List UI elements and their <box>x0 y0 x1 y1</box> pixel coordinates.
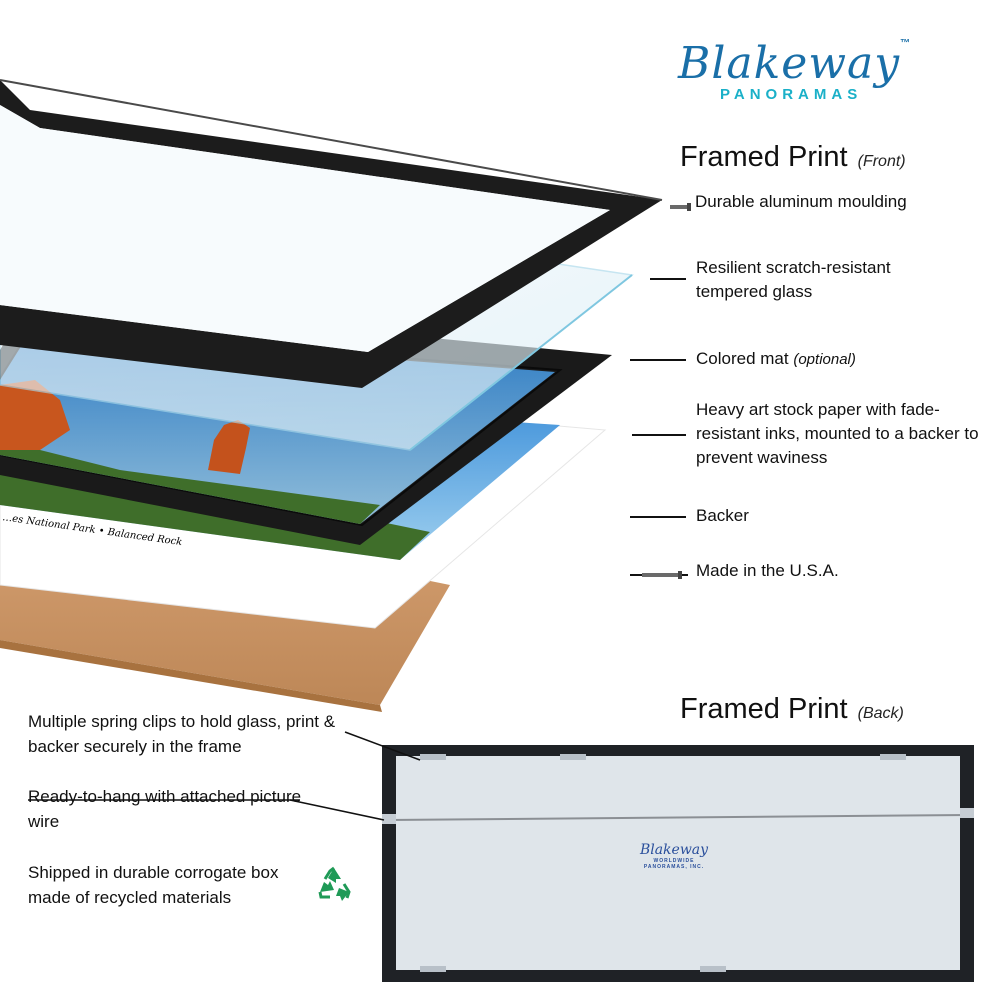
mat-rock-balanced <box>208 420 250 474</box>
back-heading-title: Framed Print <box>680 693 848 725</box>
back-sticker-subtitle: WORLDWIDE PANORAMAS, INC. <box>643 858 705 870</box>
mat-rock-left <box>0 380 70 450</box>
leader-line-mat <box>630 359 686 361</box>
glass-edge <box>409 274 633 451</box>
layer-label-mat-note: (optional) <box>793 351 856 368</box>
layer-label-moulding: Durable aluminum moulding <box>695 192 907 211</box>
mat-window-ground <box>0 440 380 524</box>
layer-label-usa: Made in the U.S.A. <box>696 561 839 580</box>
leader-line-wire <box>289 799 385 821</box>
front-heading-title: Framed Print <box>680 141 848 173</box>
feature-picture-wire: Ready-to-hang with attached picture wire <box>28 787 302 831</box>
front-heading-note: (Front) <box>857 153 906 170</box>
spring-clip-4 <box>420 966 446 972</box>
layer-label-mat: Colored mat (optional) <box>696 347 856 372</box>
back-sticker: Blakeway WORLDWIDE PANORAMAS, INC. <box>632 842 716 870</box>
screw-icon <box>670 198 692 211</box>
back-heading: Framed Print (Back) <box>680 693 904 726</box>
brand-subtitle: PANORAMAS <box>720 86 863 103</box>
spring-clip-2 <box>560 754 586 760</box>
leader-line-paper <box>632 434 686 436</box>
front-heading: Framed Print (Front) <box>680 141 906 174</box>
layer-label-glass: Resilient scratch-resistant tempered gla… <box>696 258 891 301</box>
spring-clip-1 <box>420 754 446 760</box>
layer-label-mat-text: Colored mat <box>696 349 789 368</box>
hanger-left <box>382 814 396 824</box>
layer-label-backer: Backer <box>696 506 749 525</box>
back-sticker-name: Blakeway <box>639 842 709 858</box>
feature-recycled-box: Shipped in durable corrogate box made of… <box>28 863 279 907</box>
brand-logo: Blakeway™ <box>678 38 910 89</box>
moulding-highlight <box>0 79 663 201</box>
moulding-glass-tint <box>0 105 610 352</box>
spring-clip-5 <box>700 966 726 972</box>
back-frame-inner <box>396 756 960 970</box>
screw-icon <box>630 566 688 579</box>
leader-line-backer <box>630 516 686 518</box>
backer-edge <box>0 640 382 712</box>
hanger-right <box>960 808 974 818</box>
picture-wire <box>387 814 969 821</box>
brand-name: Blakeway <box>678 38 901 89</box>
leader-line-clips <box>344 731 421 761</box>
feature-spring-clips: Multiple spring clips to hold glass, pri… <box>28 712 336 756</box>
leader-line-glass <box>650 278 686 280</box>
recycle-icon <box>314 864 354 904</box>
layer-label-paper: Heavy art stock paper with fade-resistan… <box>696 400 979 467</box>
spring-clip-3 <box>880 754 906 760</box>
brand-trademark: ™ <box>900 38 911 49</box>
back-heading-note: (Back) <box>857 705 904 722</box>
